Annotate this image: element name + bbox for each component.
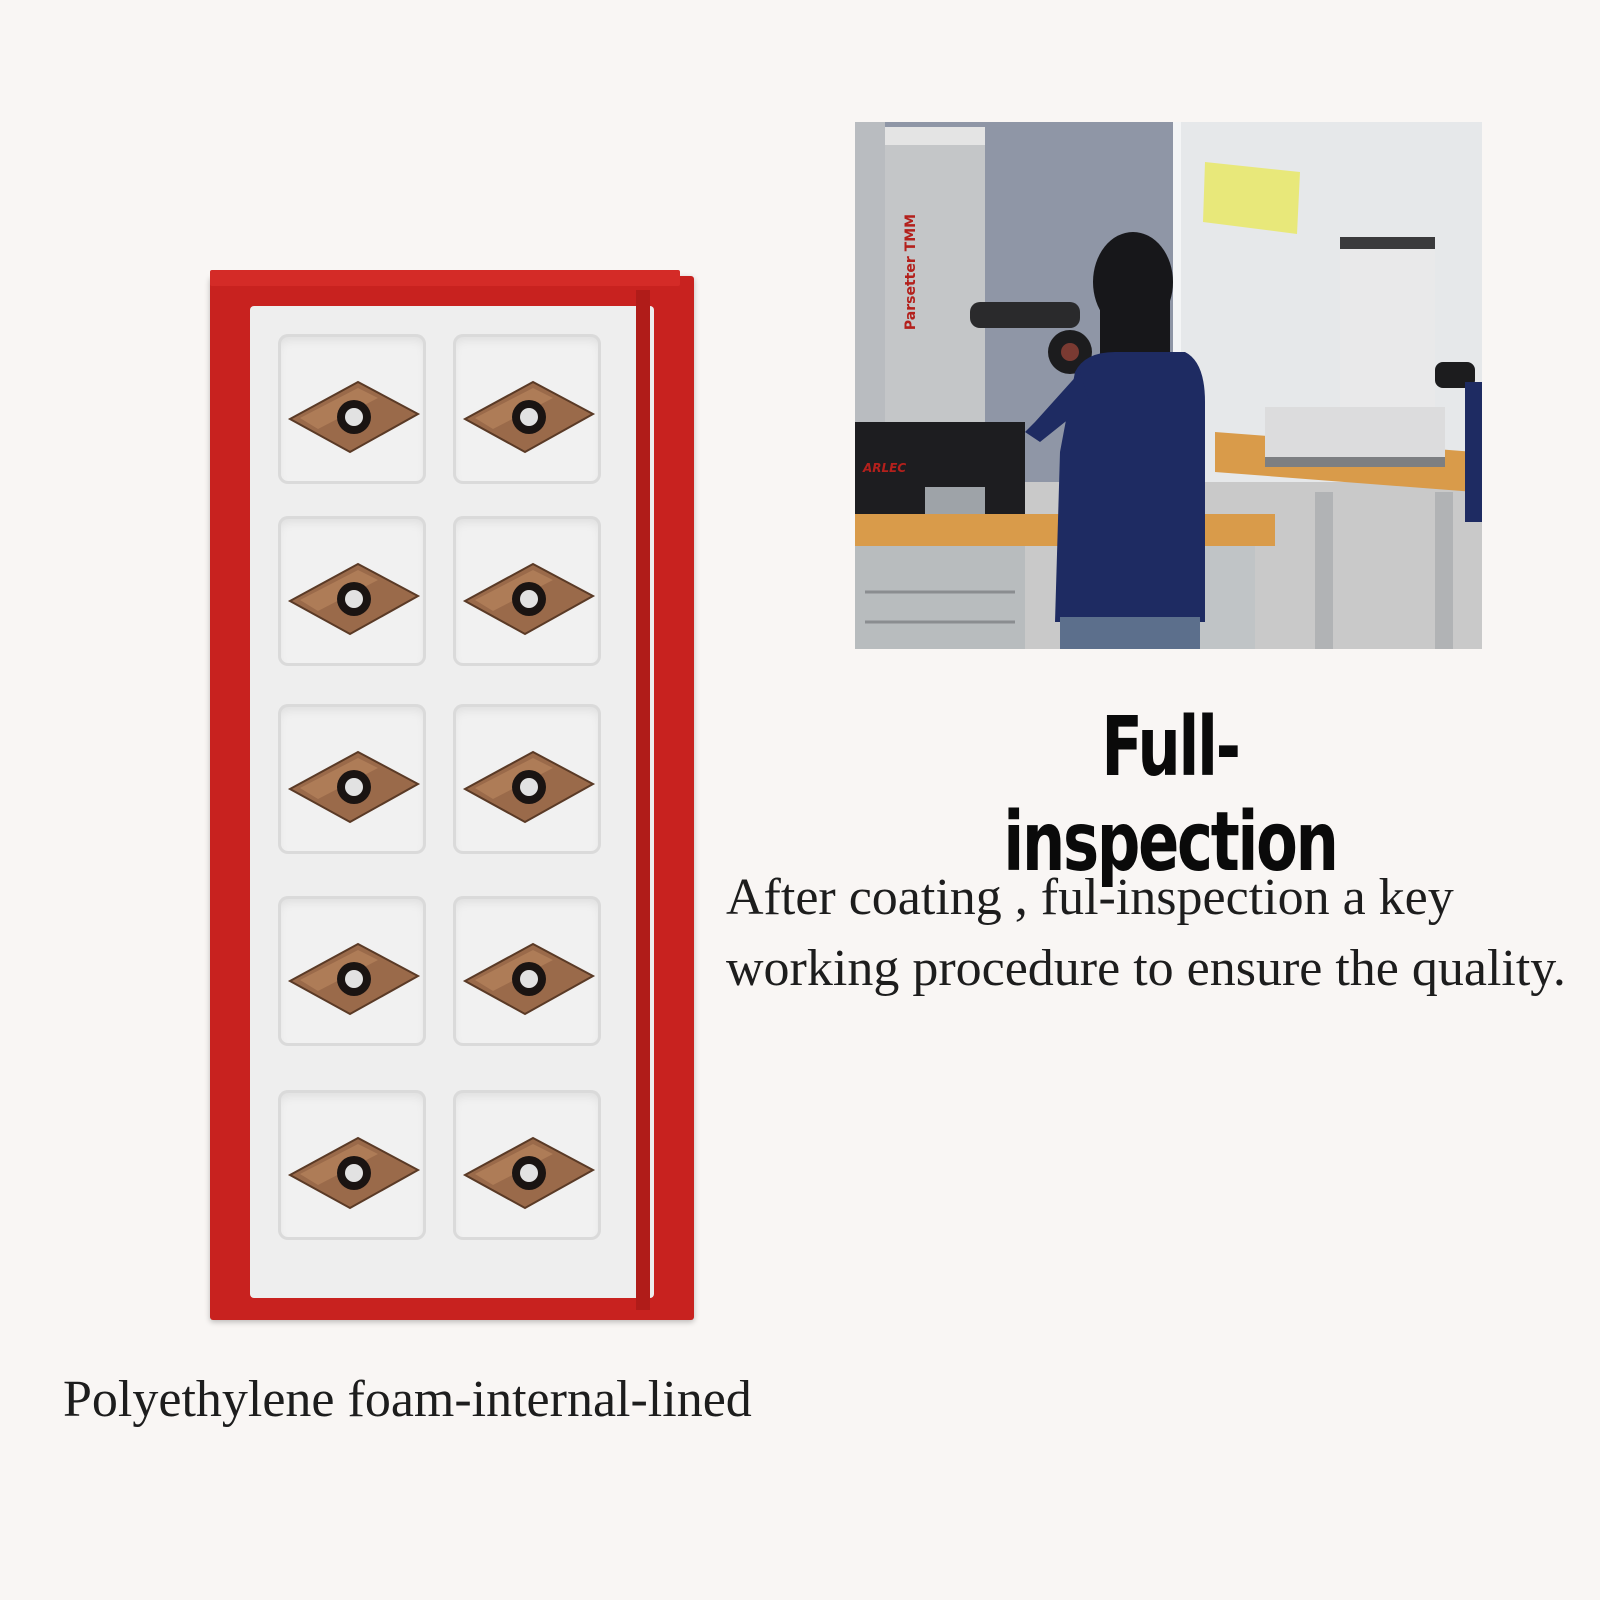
packaging-caption: Polyethylene foam-internal-lined (63, 1371, 752, 1428)
foam-pocket (278, 704, 426, 854)
carbide-insert (462, 942, 596, 1016)
carbide-insert (462, 1136, 596, 1210)
foam-pocket (453, 516, 601, 666)
foam-pocket (453, 896, 601, 1046)
foam-pocket (278, 896, 426, 1046)
description-text: After coating , ful-inspection a key wor… (726, 869, 1566, 997)
operator-body (1055, 352, 1205, 622)
foam-pocket (278, 516, 426, 666)
insert-box-lid-lip (210, 270, 680, 286)
carbide-insert (462, 562, 596, 636)
carbide-insert (462, 750, 596, 824)
insert-box-side-edge (636, 290, 650, 1310)
headline: Full-inspection (1003, 700, 1338, 890)
carbide-insert (462, 380, 596, 454)
foam-pocket (453, 704, 601, 854)
carbide-insert (287, 1136, 421, 1210)
carbide-insert (287, 750, 421, 824)
foam-pocket (278, 1090, 426, 1240)
carbide-insert (287, 380, 421, 454)
foam-pocket (453, 334, 601, 484)
wall-notice (1203, 162, 1300, 234)
foam-pocket (453, 1090, 601, 1240)
foam-liner (250, 306, 654, 1298)
presetter-machine-left (880, 127, 985, 432)
foam-pocket (278, 334, 426, 484)
carbide-insert (287, 942, 421, 1016)
carbide-insert (287, 562, 421, 636)
inspection-photo: Parsetter TMM ARLEC (855, 122, 1482, 649)
machine-brand: ARLEC (862, 461, 906, 475)
machine-label: Parsetter TMM (903, 214, 919, 330)
presetter-machine-right (1340, 242, 1435, 422)
inspection-photo-drawing: Parsetter TMM ARLEC (855, 122, 1482, 649)
